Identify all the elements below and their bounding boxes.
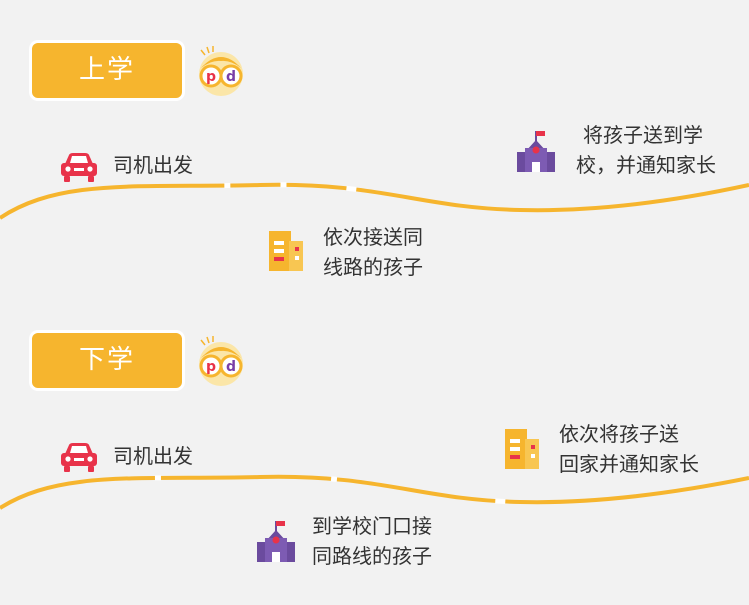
step-dropoff-line2: 回家并通知家长 [559, 452, 699, 476]
logo-letter-p: p [206, 359, 216, 375]
logo-letter-d: d [226, 359, 236, 375]
school-icon [257, 521, 295, 562]
tab-morning[interactable]: 上学 [32, 43, 182, 98]
tab-afternoon[interactable]: 下学 [32, 333, 182, 388]
afternoon-route-section: 下学 p d 司机出发 到学校门口接 同路线的孩子 [0, 290, 749, 605]
logo-letter-p: p [206, 69, 216, 85]
car-icon [61, 443, 97, 472]
building-icon [269, 231, 303, 271]
step-arrive-line2: 校，并通知家长 [576, 153, 716, 177]
step-school-pickup-line1: 到学校门口接 [312, 514, 432, 538]
brand-logo-icon: p d [199, 46, 243, 96]
step-arrive-line1: 将孩子送到学 [583, 123, 703, 147]
step-dropoff-line1: 依次将孩子送 [559, 422, 679, 446]
car-icon [61, 153, 97, 182]
step-driver-departs: 司机出发 [113, 444, 193, 468]
logo-letter-d: d [226, 69, 236, 85]
step-driver-departs: 司机出发 [113, 153, 193, 177]
building-icon [505, 429, 539, 469]
brand-logo-icon: p d [199, 336, 243, 386]
school-icon [517, 131, 555, 172]
step-pickup-line2: 线路的孩子 [323, 255, 423, 279]
morning-route-section: 上学 p d 司机出发 依次接送同 线路的孩子 [0, 0, 749, 300]
step-pickup-line1: 依次接送同 [323, 225, 423, 249]
step-school-pickup-line2: 同路线的孩子 [312, 544, 432, 568]
